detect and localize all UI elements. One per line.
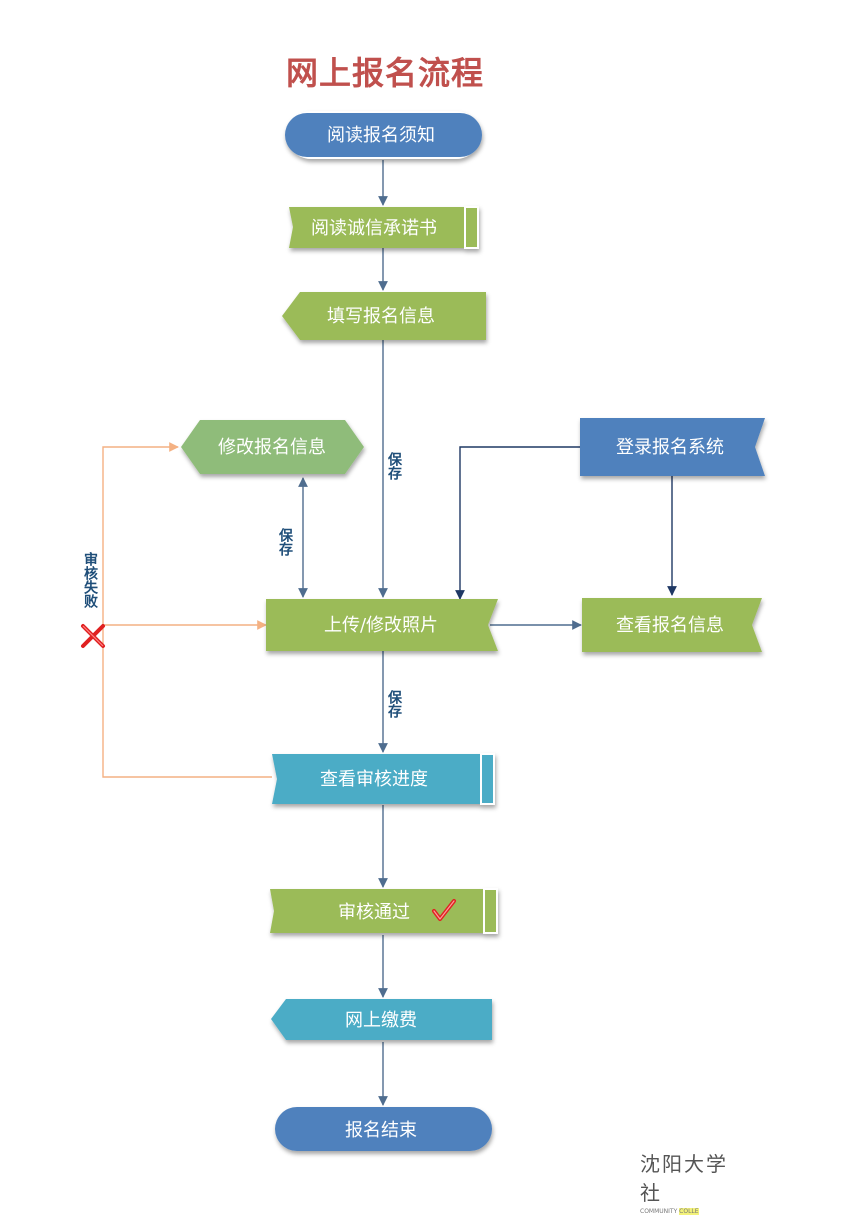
node-read-pledge[interactable]: 阅读诚信承诺书 [289, 206, 479, 249]
fail-x-icon [81, 624, 105, 648]
node-pay-online[interactable]: 网上缴费 [271, 999, 492, 1040]
node-fill-info[interactable]: 填写报名信息 [282, 292, 486, 340]
logo-sub-highlight: COLLE [679, 1208, 699, 1215]
audit-fail-label: 审核失败 [82, 551, 98, 609]
logo-sub-main: COMMUNITY [640, 1208, 678, 1215]
node-login-system[interactable]: 登录报名系统 [580, 418, 765, 476]
connectors [102, 160, 677, 1106]
edge-labels: 保存 保存 保存 审核失败 [82, 451, 403, 719]
node-read-notice[interactable]: 阅读报名须知 [285, 111, 482, 159]
node-audit-pass[interactable]: 审核通过 [270, 888, 498, 934]
node-view-info-label: 查看报名信息 [616, 615, 724, 636]
logo-subtitle: COMMUNITY COLLE [640, 1208, 740, 1215]
node-view-info[interactable]: 查看报名信息 [582, 598, 762, 652]
node-check-progress[interactable]: 查看审核进度 [272, 753, 495, 805]
node-audit-pass-label: 审核通过 [338, 902, 410, 923]
edge-fail-loop [102, 442, 272, 778]
logo-name: 沈阳大学社 [640, 1152, 728, 1205]
save-label-modify: 保存 [277, 527, 294, 557]
page-title: 网上报名流程 [285, 54, 484, 92]
node-read-pledge-label: 阅读诚信承诺书 [311, 218, 437, 239]
logo: 沈阳大学社 COMMUNITY COLLE [640, 1148, 740, 1215]
save-label-upload: 保存 [386, 689, 403, 719]
check-mark-icon [432, 899, 456, 921]
node-modify-info[interactable]: 修改报名信息 [181, 420, 364, 474]
node-fill-info-label: 填写报名信息 [327, 306, 435, 327]
node-login-system-label: 登录报名系统 [616, 437, 724, 458]
edge-login-to-upload [455, 446, 580, 600]
node-pay-online-label: 网上缴费 [345, 1010, 417, 1031]
node-upload-photo-label: 上传/修改照片 [324, 615, 438, 636]
save-label-main: 保存 [386, 451, 403, 481]
node-end[interactable]: 报名结束 [275, 1107, 492, 1151]
flowchart: 保存 保存 保存 审核失败 阅读报名须知 阅读诚信承诺书 填写报名信息 修改报名… [81, 111, 765, 1151]
node-modify-info-label: 修改报名信息 [218, 437, 326, 458]
node-read-notice-label: 阅读报名须知 [327, 125, 435, 146]
node-upload-photo[interactable]: 上传/修改照片 [266, 599, 498, 651]
node-check-progress-label: 查看审核进度 [320, 769, 428, 790]
node-end-label: 报名结束 [345, 1120, 417, 1141]
